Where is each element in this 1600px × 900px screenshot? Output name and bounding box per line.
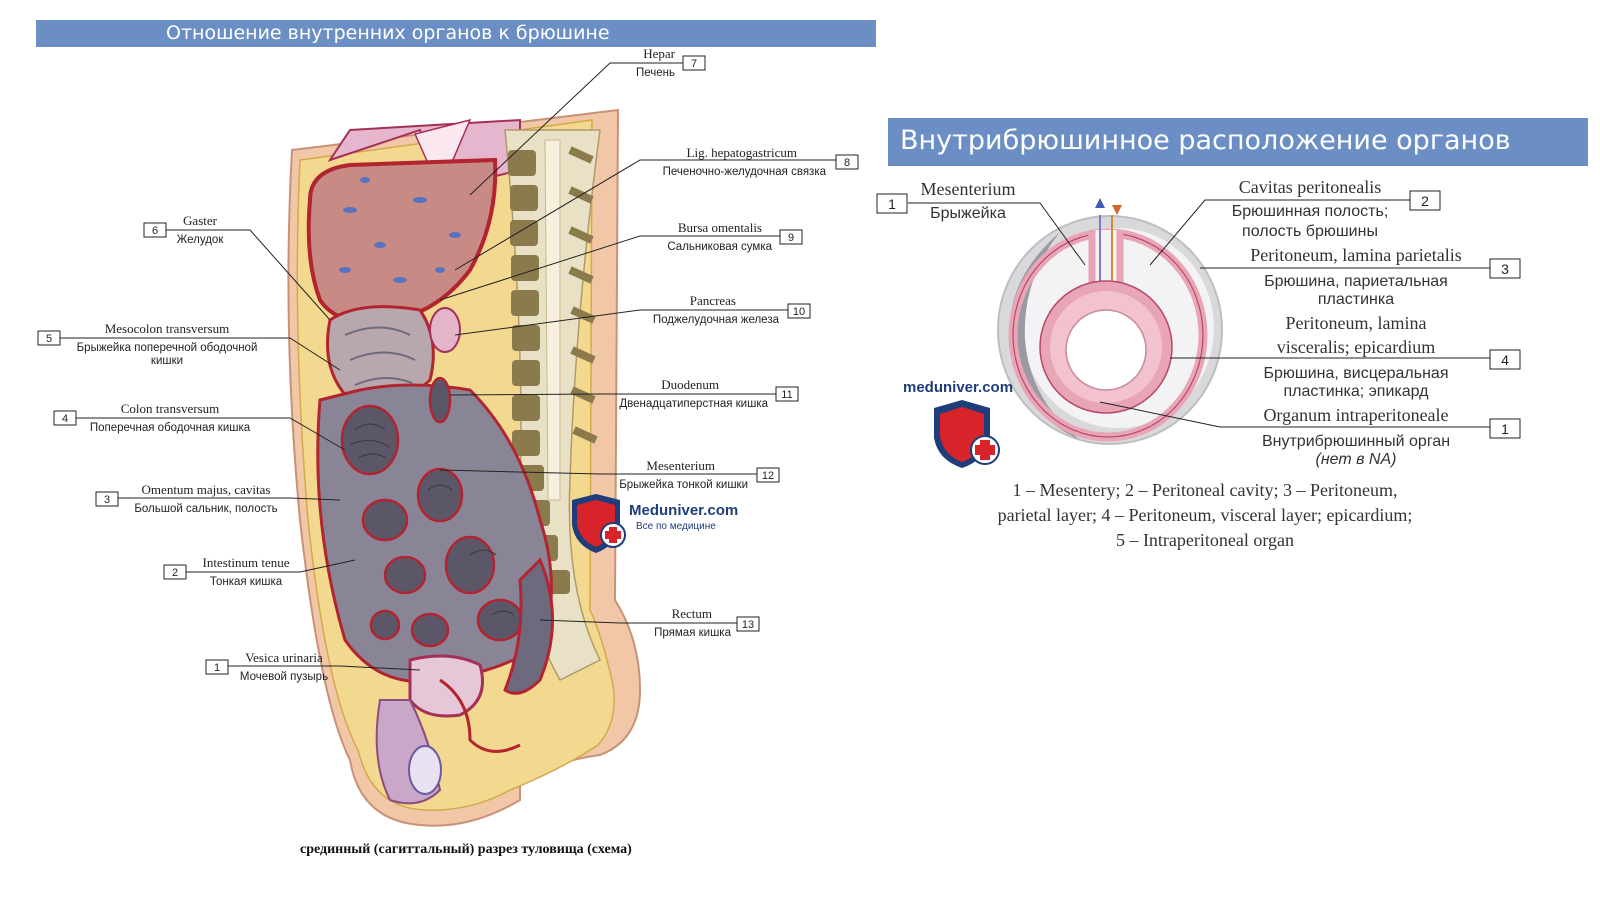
svg-text:(нет в NA): (нет в NA) xyxy=(1316,451,1397,468)
svg-text:кишки: кишки xyxy=(151,355,183,367)
svg-text:Colon transversum: Colon transversum xyxy=(121,401,220,416)
right-label-5-organum-intraperitoneale: Organum intraperitoneale Внутрибрюшинный… xyxy=(1262,405,1521,468)
left-title-banner: Отношение внутренних органов к брюшине xyxy=(36,20,876,47)
label-13-rectum: Rectum Прямая кишка 13 xyxy=(654,606,760,639)
svg-text:пластинка; эпикард: пластинка; эпикард xyxy=(1283,383,1429,400)
label-8-lig-hepatogastricum: Lig. hepatogastricum Печеночно-желудочна… xyxy=(663,145,859,178)
label-12-mesenterium: Mesenterium Брыжейка тонкой кишки 12 xyxy=(619,458,780,491)
svg-text:6: 6 xyxy=(152,225,158,237)
svg-text:9: 9 xyxy=(788,232,794,244)
label-7-hepar: Hepar Печень 7 xyxy=(636,46,706,79)
svg-text:Lig. hepatogastricum: Lig. hepatogastricum xyxy=(687,145,797,160)
svg-text:8: 8 xyxy=(844,157,850,169)
svg-text:Peritoneum, lamina parietalis: Peritoneum, lamina parietalis xyxy=(1250,245,1461,265)
svg-text:Двенадцатиперстная кишка: Двенадцатиперстная кишка xyxy=(619,398,768,410)
right-label-4-lamina-visceralis: Peritoneum, lamina visceralis; epicardiu… xyxy=(1264,313,1521,400)
svg-text:Сальниковая сумка: Сальниковая сумка xyxy=(667,241,772,253)
svg-text:visceralis; epicardium: visceralis; epicardium xyxy=(1277,337,1435,357)
svg-text:2: 2 xyxy=(1421,193,1429,209)
svg-text:Брюшина, висцеральная: Брюшина, висцеральная xyxy=(1264,365,1449,382)
intraperitoneal-scheme xyxy=(997,198,1223,445)
label-4-colon-transversum: 4 Colon transversum Поперечная ободочная… xyxy=(53,401,251,434)
svg-text:Omentum majus, cavitas: Omentum majus, cavitas xyxy=(142,482,271,497)
label-1-vesica-urinaria: 1 Vesica urinaria Мочевой пузырь xyxy=(205,650,328,683)
svg-text:Mesocolon transversum: Mesocolon transversum xyxy=(105,321,230,336)
svg-text:Печеночно-желудочная связка: Печеночно-желудочная связка xyxy=(663,166,827,178)
svg-text:Большой сальник, полость: Большой сальник, полость xyxy=(134,503,277,515)
svg-text:1: 1 xyxy=(214,662,220,674)
liver xyxy=(306,157,498,325)
right-title-banner: Внутрибрюшинное расположение органов xyxy=(888,118,1588,166)
svg-text:7: 7 xyxy=(691,58,697,70)
svg-text:Bursa omentalis: Bursa omentalis xyxy=(678,220,762,235)
svg-text:4: 4 xyxy=(1501,352,1509,368)
svg-text:Cavitas peritonealis: Cavitas peritonealis xyxy=(1239,177,1381,197)
svg-text:Печень: Печень xyxy=(636,67,675,79)
legend-line: 5 – Intraperitoneal organ xyxy=(1115,530,1295,550)
svg-text:3: 3 xyxy=(1501,261,1509,277)
watermark-left-tagline: Все по медицине xyxy=(636,521,716,532)
svg-text:пластинка: пластинка xyxy=(1318,291,1394,308)
svg-text:Желудок: Желудок xyxy=(177,234,225,246)
right-label-3-lamina-parietalis: Peritoneum, lamina parietalis Брюшина, п… xyxy=(1250,245,1521,308)
svg-text:Duodenum: Duodenum xyxy=(661,377,719,392)
svg-text:12: 12 xyxy=(762,470,774,482)
svg-text:Gaster: Gaster xyxy=(183,213,218,228)
label-11-duodenum: Duodenum Двенадцатиперстная кишка 11 xyxy=(619,377,799,410)
svg-text:Внутрибрюшинный орган: Внутрибрюшинный орган xyxy=(1262,433,1450,450)
svg-text:1: 1 xyxy=(888,196,896,212)
watermark-shield-icon xyxy=(572,494,626,553)
svg-text:Прямая кишка: Прямая кишка xyxy=(654,627,731,639)
svg-text:13: 13 xyxy=(742,619,754,631)
label-6-gaster: 6 Gaster Желудок xyxy=(143,213,225,246)
left-figure-caption: срединный (сагиттальный) разрез туловища… xyxy=(300,842,632,857)
right-label-1-mesenterium: 1 Mesenterium Брыжейка xyxy=(876,179,1016,222)
svg-text:3: 3 xyxy=(104,494,110,506)
label-10-pancreas: Pancreas Поджелудочная железа 10 xyxy=(653,293,811,326)
sagittal-section-illustration xyxy=(287,108,642,827)
label-9-bursa-omentalis: Bursa omentalis Сальниковая сумка 9 xyxy=(667,220,803,253)
svg-text:полость брюшины: полость брюшины xyxy=(1242,223,1378,240)
svg-text:Мочевой пузырь: Мочевой пузырь xyxy=(240,671,328,683)
label-2-intestinum-tenue: 2 Intestinum tenue Тонкая кишка xyxy=(163,555,290,588)
legend-line: parietal layer; 4 – Peritoneum, visceral… xyxy=(997,505,1413,525)
svg-text:Брюшинная полость;: Брюшинная полость; xyxy=(1232,203,1389,220)
watermark-right-name: meduniver.com xyxy=(903,379,1014,396)
svg-text:Peritoneum, lamina: Peritoneum, lamina xyxy=(1286,313,1427,333)
svg-text:Тонкая кишка: Тонкая кишка xyxy=(210,576,283,588)
svg-text:11: 11 xyxy=(781,389,792,401)
watermark-logo-icon xyxy=(934,400,1000,468)
svg-text:Intestinum tenue: Intestinum tenue xyxy=(202,555,289,570)
right-label-2-cavitas-peritonealis: Cavitas peritonealis Брюшинная полость; … xyxy=(1232,177,1441,240)
svg-text:Поджелудочная железа: Поджелудочная железа xyxy=(653,314,780,326)
svg-text:10: 10 xyxy=(793,306,805,318)
legend-line: 1 – Mesentery; 2 – Peritoneal cavity; 3 … xyxy=(1012,480,1398,500)
svg-text:5: 5 xyxy=(46,333,52,345)
svg-text:Mesenterium: Mesenterium xyxy=(646,458,715,473)
label-5-mesocolon-transversum: 5 Mesocolon transversum Брыжейка попереч… xyxy=(37,321,258,367)
svg-text:Брыжейка поперечной ободочной: Брыжейка поперечной ободочной xyxy=(77,342,258,354)
svg-text:2: 2 xyxy=(172,567,178,579)
svg-text:Брыжейка: Брыжейка xyxy=(930,205,1006,222)
svg-text:Mesenterium: Mesenterium xyxy=(921,179,1016,199)
svg-text:Брюшина, париетальная: Брюшина, париетальная xyxy=(1264,273,1448,290)
label-3-omentum-majus: 3 Omentum majus, cavitas Большой сальник… xyxy=(95,482,278,515)
svg-text:4: 4 xyxy=(62,413,68,425)
svg-text:1: 1 xyxy=(1501,421,1509,437)
svg-text:Vesica urinaria: Vesica urinaria xyxy=(245,650,323,665)
right-legend: 1 – Mesentery; 2 – Peritoneal cavity; 3 … xyxy=(940,478,1470,553)
svg-text:Брыжейка тонкой кишки: Брыжейка тонкой кишки xyxy=(619,479,748,491)
svg-text:Rectum: Rectum xyxy=(672,606,712,621)
svg-text:Pancreas: Pancreas xyxy=(690,293,736,308)
watermark-left-name: Meduniver.com xyxy=(629,502,739,519)
pancreas xyxy=(429,307,461,353)
svg-text:Hepar: Hepar xyxy=(643,46,675,61)
svg-text:Organum intraperitoneale: Organum intraperitoneale xyxy=(1263,405,1448,425)
svg-text:Поперечная ободочная кишка: Поперечная ободочная кишка xyxy=(90,422,251,434)
